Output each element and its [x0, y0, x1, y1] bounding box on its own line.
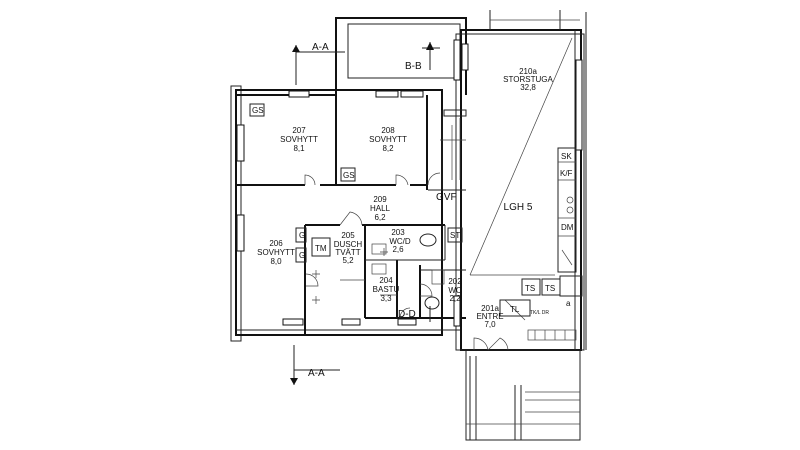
kf-label: K/F	[560, 169, 573, 178]
ts-label-2: TS	[545, 284, 555, 293]
gvf-label: GVF	[436, 192, 457, 203]
room-210a: 210a STORSTUGA 32,8	[503, 67, 553, 92]
tl-label: TL	[510, 305, 520, 314]
room-name: WC/D	[389, 237, 411, 246]
great-room-lines	[469, 37, 583, 341]
room-name: DUSCH	[334, 240, 363, 249]
room-area: 8,2	[382, 144, 394, 153]
interior-walls	[236, 95, 467, 335]
gs-label-2: GS	[343, 171, 355, 180]
g-label: G	[299, 231, 305, 240]
gs-label: GS	[252, 106, 264, 115]
room-205: 205 DUSCH TVÄTT 5,2	[334, 231, 363, 265]
room-204: 204 BASTU 3,3	[373, 276, 400, 303]
room-area: 5,2	[342, 256, 354, 265]
sk-label: SK	[561, 152, 572, 161]
section-label-aa-bottom: A-A	[308, 368, 325, 379]
room-name: BASTU	[373, 285, 400, 294]
room-name-2: TVÄTT	[335, 248, 360, 257]
doors	[304, 172, 526, 351]
room-number: 207	[292, 126, 306, 135]
room-area: 3,3	[380, 294, 392, 303]
room-area: 7,0	[484, 320, 496, 329]
room-209: 209 HALL 6,2	[370, 195, 391, 222]
unit-label: LGH 5	[504, 202, 533, 213]
room-area: 2,6	[392, 245, 404, 254]
room-name: SOVHYTT	[257, 248, 295, 257]
tkl-label: TK/L DR	[530, 310, 549, 316]
room-203: 203 WC/D 2,6	[389, 228, 411, 254]
room-name: SOVHYTT	[280, 135, 318, 144]
room-name: SOVHYTT	[369, 135, 407, 144]
dm-label: DM	[561, 223, 574, 232]
room-number: 206	[269, 239, 283, 248]
windows	[236, 39, 583, 327]
g-label-2: G	[299, 251, 305, 260]
room-area: 32,8	[520, 83, 536, 92]
room-201a: 201a ENTRE 7,0	[476, 304, 503, 329]
a-label: a	[566, 299, 571, 308]
room-number: 202	[448, 277, 462, 286]
room-number: 204	[379, 276, 393, 285]
room-name: HALL	[370, 204, 391, 213]
ts-label: TS	[525, 284, 535, 293]
room-name: WC	[448, 286, 462, 295]
room-name: ENTRE	[476, 312, 503, 321]
room-area: 8,1	[293, 144, 305, 153]
room-number: 208	[381, 126, 395, 135]
section-label-aa-top: A-A	[312, 42, 329, 53]
room-area: 6,2	[374, 213, 386, 222]
section-label-dd: D-D	[398, 309, 416, 320]
room-area: 8,0	[270, 257, 282, 266]
room-name: STORSTUGA	[503, 75, 553, 84]
tm-label: TM	[315, 244, 327, 253]
room-207: 207 SOVHYTT 8,1	[280, 126, 318, 153]
room-number: 205	[341, 231, 355, 240]
st-label: ST	[450, 231, 460, 240]
fixtures	[249, 103, 463, 310]
room-206: 206 SOVHYTT 8,0	[257, 239, 295, 266]
room-number: 203	[391, 228, 405, 237]
room-202: 202 WC 2,2	[448, 277, 462, 303]
room-number: 210a	[519, 67, 537, 76]
room-area: 2,2	[449, 294, 461, 303]
section-markers	[290, 42, 440, 385]
room-208: 208 SOVHYTT 8,2	[369, 126, 407, 153]
section-label-bb: B-B	[405, 61, 422, 72]
room-number: 209	[373, 195, 387, 204]
room-number: 201a	[481, 304, 499, 313]
